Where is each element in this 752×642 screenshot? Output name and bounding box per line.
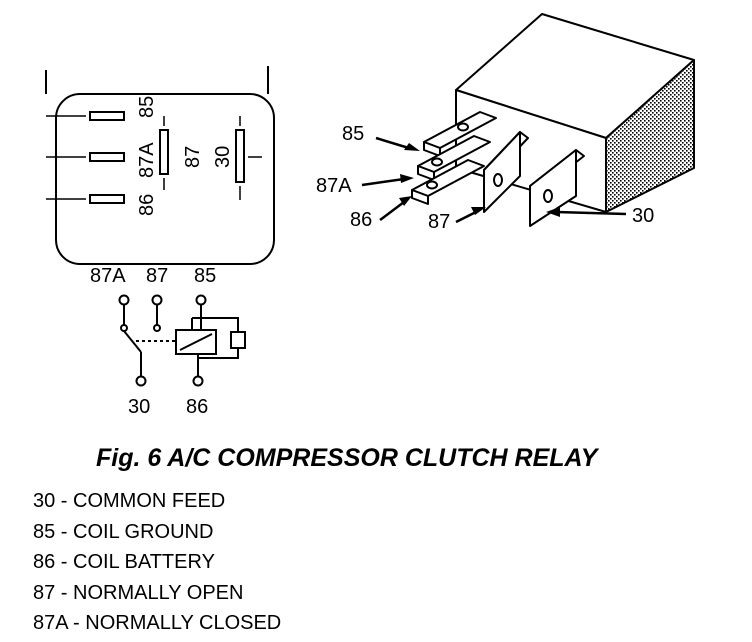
socket-pin-30	[235, 129, 245, 183]
terminal-30-hole	[543, 189, 553, 203]
schematic	[118, 294, 246, 387]
leader-30	[555, 210, 627, 216]
arrowhead-30	[546, 207, 560, 217]
terminal-87-hole	[493, 173, 503, 187]
socket-pin-86	[89, 194, 125, 204]
terminal-legend: 30 - COMMON FEED 85 - COIL GROUND 86 - C…	[33, 486, 281, 639]
schematic-contact-87a	[120, 324, 128, 332]
leader-87a	[361, 177, 405, 187]
terminal-87-blade	[483, 131, 521, 213]
socket-outline	[55, 93, 275, 265]
socket-label-85: 85	[136, 96, 158, 118]
schematic-label-85: 85	[194, 265, 216, 287]
schematic-label-30: 30	[128, 396, 150, 418]
relay-label-87: 87	[428, 211, 450, 233]
relay-leaders	[361, 136, 627, 224]
legend-item: 85 - COIL GROUND	[33, 520, 214, 543]
legend-item: 30 - COMMON FEED	[33, 490, 226, 512]
terminal-86-hole	[426, 180, 438, 190]
relay-label-86: 86	[350, 209, 372, 231]
schematic-terminal-86	[192, 375, 204, 387]
relay-label-85: 85	[342, 123, 364, 145]
socket-label-87a: 87A	[136, 142, 158, 178]
coil-slash	[179, 333, 213, 351]
terminal-87a-hole	[431, 157, 443, 167]
arrowhead-86	[399, 196, 412, 206]
schematic-labels: 87A 87 85 30 86	[90, 265, 216, 418]
leader-86	[379, 201, 405, 221]
legend-item: 86 - COIL BATTERY	[33, 551, 215, 573]
terminal-85-hole	[457, 122, 469, 132]
arrowhead-87a	[400, 174, 414, 183]
relay-3d-view	[411, 13, 695, 227]
suppression-resistor	[230, 331, 246, 349]
terminal-30-blade	[529, 149, 577, 227]
legend-item: 87 - NORMALLY OPEN	[33, 581, 244, 604]
socket-labels: 85 87A 86 87 30	[136, 96, 234, 216]
socket-view	[45, 66, 275, 265]
schematic-contact-87	[153, 324, 161, 332]
schematic-terminal-87	[151, 294, 163, 306]
schematic-label-86: 86	[186, 396, 208, 418]
socket-label-30: 30	[212, 146, 234, 168]
arrowhead-85	[404, 143, 420, 151]
switch-arm	[123, 330, 142, 353]
terminal-86-edge	[411, 189, 429, 205]
schematic-terminal-85	[195, 294, 207, 306]
socket-pin-85	[89, 111, 125, 121]
socket-pin-87	[159, 129, 169, 175]
figure-caption: Fig. 6 A/C COMPRESSOR CLUTCH RELAY	[96, 444, 598, 472]
socket-label-87: 87	[182, 146, 204, 168]
legend-item: 87A - NORMALLY CLOSED	[33, 612, 282, 634]
schematic-terminal-87a	[118, 294, 130, 306]
socket-pin-87a	[89, 152, 125, 162]
relay-label-30: 30	[632, 205, 654, 227]
schematic-label-87a: 87A	[90, 265, 126, 287]
relay-label-87a: 87A	[316, 175, 352, 197]
schematic-terminal-30	[135, 375, 147, 387]
socket-label-86: 86	[136, 194, 158, 216]
arrowhead-87	[471, 207, 486, 215]
leader-85	[375, 136, 413, 151]
relay-labels: 85 87A 86 87 30	[316, 123, 654, 233]
schematic-label-87: 87	[146, 265, 168, 287]
